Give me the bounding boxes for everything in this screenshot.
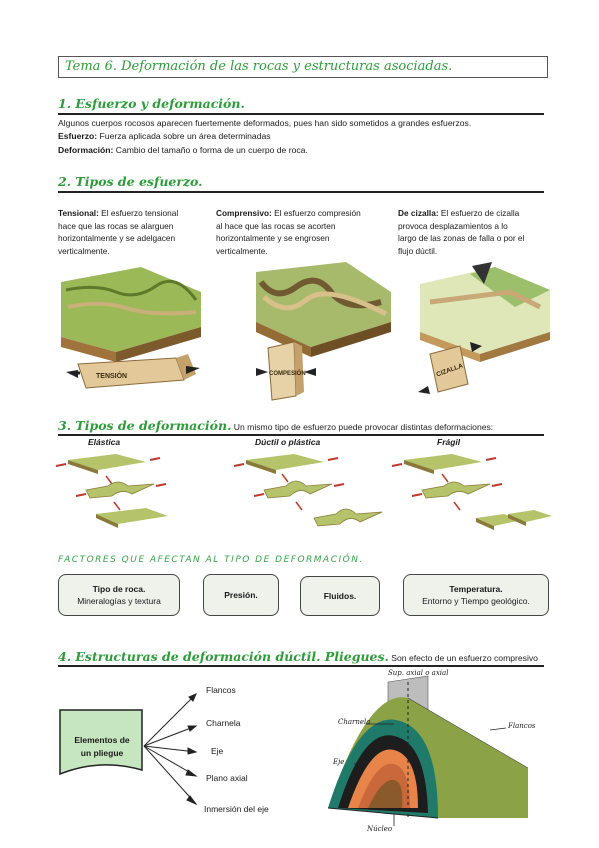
section3-subtitle: Un mismo tipo de esfuerzo puede provocar… <box>231 422 494 432</box>
factor-temperatura: Temperatura. Entorno y Tiempo geológico. <box>403 574 549 616</box>
branch-plano-axial: Plano axial <box>206 773 248 783</box>
section4-rule <box>58 665 544 667</box>
branch-eje: Eje <box>211 746 224 756</box>
branch-flancos: Flancos <box>206 685 236 695</box>
root-banner-shape <box>59 709 143 776</box>
root-line: Elementos de <box>74 735 130 745</box>
section3-heading: 3. Tipos de deformación. Un mismo tipo d… <box>58 418 493 433</box>
title-box: Tema 6. Deformación de las rocas y estru… <box>58 56 548 78</box>
section4-heading: 4. Estructuras de deformación dúctil. Pl… <box>58 649 538 664</box>
caption-line: horizontalmente y se engrosen <box>216 233 330 244</box>
fold-elements-tree <box>59 693 198 806</box>
caption-line: provoca desplazamientos a lo <box>398 220 508 231</box>
caption-term: Tensional: <box>58 208 99 218</box>
col-fragil: Frágil <box>437 437 461 447</box>
caption-line: verticalmente. <box>58 245 110 256</box>
def-term: Esfuerzo: <box>58 131 98 141</box>
branch-inmersion: Inmersión del eje <box>204 804 269 814</box>
factor-detail: Mineralogías y textura <box>77 596 161 606</box>
compresion-caption: Comprensivo: El esfuerzo compresión al h… <box>216 207 391 257</box>
section2-heading: 2. Tipos de esfuerzo. <box>58 174 203 189</box>
compresion-illustration: COMPESIÓN <box>256 262 391 401</box>
factor-detail: Entorno y Tiempo geológico. <box>422 596 530 606</box>
caption-line: largo de las zonas de falla o por el <box>398 233 525 244</box>
ductil-diagram <box>233 454 383 527</box>
label-nucleo: Núcleo <box>367 825 393 833</box>
elastica-diagram <box>56 454 168 528</box>
factor-tipo-roca: Tipo de roca. Mineralogías y textura <box>58 574 180 616</box>
factor-title: Presión. <box>224 590 258 600</box>
caption-line: al hace que las rocas se acorten <box>216 220 336 231</box>
caption-line: horizontalmente y se adelgacen <box>58 233 176 244</box>
caption-line: El esfuerzo de cizalla <box>438 208 520 218</box>
section2-rule <box>58 191 544 193</box>
label-axial: Sup. axial o axial <box>388 669 449 677</box>
def-text: Cambio del tamaño o forma de un cuerpo d… <box>113 145 308 155</box>
section3-heading-text: 3. Tipos de deformación. <box>58 418 232 433</box>
factor-title: Fluidos. <box>323 591 357 601</box>
factor-presion: Presión. <box>203 574 279 616</box>
tension-block-label: TENSIÓN <box>96 371 127 380</box>
label-charnela: Charnela <box>338 718 371 726</box>
cizalla-illustration: CIZALLA <box>418 262 550 394</box>
caption-line: verticalmente. <box>216 245 268 256</box>
fold-elements-root: Elementos de un pliegue <box>62 734 142 760</box>
section4-heading-text: 4. Estructuras de deformación dúctil. Pl… <box>58 649 389 664</box>
section1-intro: Algunos cuerpos rocosos aparecen fuertem… <box>58 118 472 128</box>
def-text: Fuerza aplicada sobre un área determinad… <box>97 131 271 141</box>
def-term: Deformación: <box>58 145 114 155</box>
fragil-diagram <box>391 454 552 530</box>
col-elastica: Elástica <box>88 437 121 447</box>
label-flancos: Flancos <box>508 722 536 730</box>
label-eje: Eje <box>333 758 345 766</box>
section4-subtitle: Son efecto de un esfuerzo compresivo <box>388 653 538 663</box>
caption-line: hace que las rocas se alarguen <box>58 220 174 231</box>
cizalla-caption: De cizalla: El esfuerzo de cizalla provo… <box>398 207 558 257</box>
tension-caption: Tensional: El esfuerzo tensional hace qu… <box>58 207 208 257</box>
col-ductil: Dúctil o plástica <box>255 437 321 447</box>
caption-line: flujo dúctil. <box>398 245 438 256</box>
definition-deformacion: Deformación: Cambio del tamaño o forma d… <box>58 144 308 157</box>
definition-esfuerzo: Esfuerzo: Fuerza aplicada sobre un área … <box>58 130 271 143</box>
section1-heading: 1. Esfuerzo y deformación. <box>58 96 245 111</box>
fold-3d-diagram <box>328 675 529 826</box>
section3-rule <box>58 434 544 436</box>
caption-line: El esfuerzo tensional <box>98 208 179 218</box>
branch-charnela: Charnela <box>206 718 241 728</box>
factor-fluidos: Fluidos. <box>300 576 380 616</box>
section1-rule <box>58 113 544 115</box>
caption-line: El esfuerzo compresión <box>271 208 361 218</box>
factor-title: Tipo de roca. <box>92 584 146 594</box>
caption-term: Comprensivo: <box>216 208 272 218</box>
deformation-diagrams <box>56 454 552 530</box>
factor-title: Temperatura. <box>449 584 503 594</box>
tension-illustration: TENSIÓN <box>61 267 201 389</box>
factors-heading: FACTORES QUE AFECTAN AL TIPO DE DEFORMAC… <box>58 555 364 565</box>
page-title: Tema 6. Deformación de las rocas y estru… <box>65 59 453 74</box>
caption-term: De cizalla: <box>398 208 439 218</box>
compresion-block-label: COMPESIÓN <box>269 369 306 377</box>
root-line: un pliegue <box>80 748 124 758</box>
